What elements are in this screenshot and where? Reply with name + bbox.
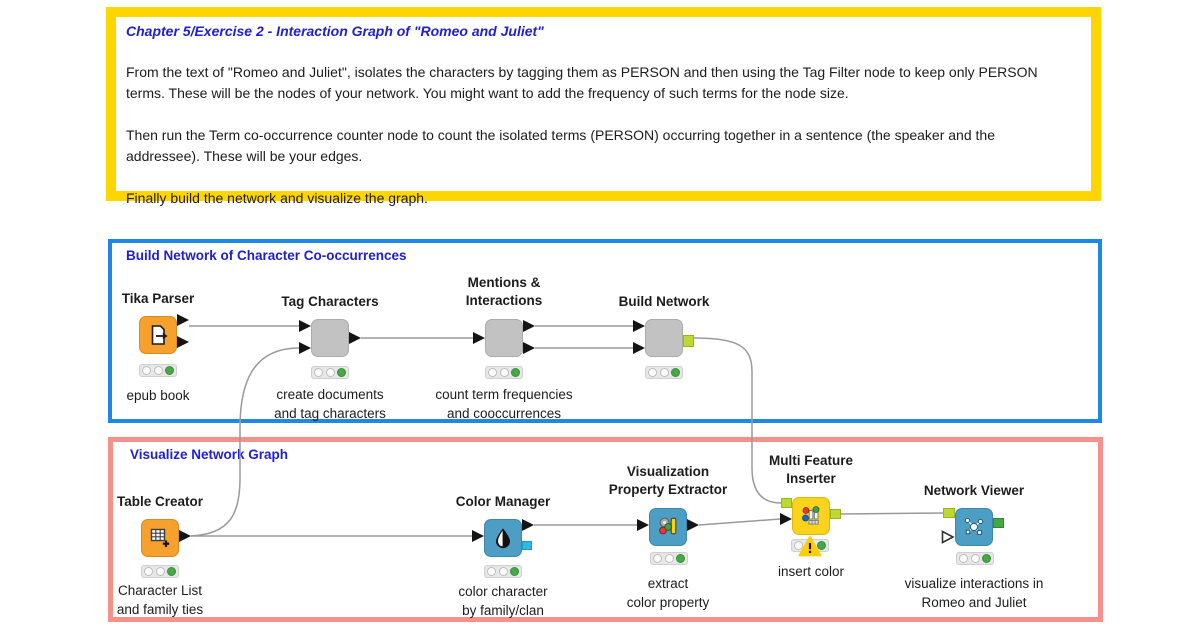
- input-port-1[interactable]: [633, 320, 645, 332]
- feature-inserter-icon: [802, 506, 820, 525]
- status-traffic-light: [956, 552, 994, 565]
- annotation-paragraph: Then run the Term co-occurrence counter …: [126, 127, 995, 164]
- node-label: Tika Parser: [121, 291, 195, 306]
- output-port-1[interactable]: [523, 320, 535, 332]
- node-build-network[interactable]: Build Network: [619, 294, 709, 379]
- input-port-network[interactable]: [943, 508, 955, 518]
- status-traffic-light: [141, 565, 179, 578]
- multi-feature-inserter-body[interactable]: [792, 497, 830, 535]
- node-multi-feature-inserter[interactable]: Multi Feature Inserter insert color: [769, 453, 853, 579]
- input-port-1[interactable]: [473, 332, 485, 344]
- input-port-flow-variable[interactable]: [941, 530, 955, 544]
- output-port-image[interactable]: [993, 518, 1004, 528]
- node-label: Multi Feature Inserter: [768, 453, 854, 486]
- input-port-1[interactable]: [299, 320, 311, 332]
- tika-parser-body[interactable]: [139, 316, 177, 354]
- status-traffic-light: [139, 364, 177, 377]
- input-port-1[interactable]: [637, 519, 649, 531]
- build-network-body[interactable]: [645, 319, 683, 357]
- tag-characters-body[interactable]: [311, 319, 349, 357]
- status-traffic-light: [485, 366, 523, 379]
- table-creator-body[interactable]: [141, 519, 179, 557]
- status-traffic-light: [791, 536, 829, 557]
- node-color-manager[interactable]: Color Manager color character by family/…: [456, 494, 551, 618]
- warning-icon: [798, 536, 822, 557]
- group-build-network[interactable]: Build Network of Character Co-occurrence…: [108, 239, 1102, 423]
- node-caption: epub book: [126, 388, 190, 403]
- output-port-1[interactable]: [179, 530, 191, 542]
- node-caption: insert color: [777, 564, 845, 579]
- node-label: Table Creator: [116, 494, 204, 509]
- output-port-2[interactable]: [523, 342, 535, 354]
- node-caption: visualize interactions in Romeo and Juli…: [904, 576, 1044, 610]
- status-traffic-light: [650, 552, 688, 565]
- node-tag-characters[interactable]: Tag Characters create documents and tag …: [274, 294, 386, 421]
- node-label: Mentions & Interactions: [465, 275, 543, 308]
- network-graph-icon: [964, 517, 984, 535]
- group-build-network-title: Build Network of Character Co-occurrence…: [126, 248, 407, 263]
- output-port-data[interactable]: [522, 519, 534, 531]
- visualization-property-extractor-body[interactable]: [649, 508, 687, 546]
- input-port-data[interactable]: [780, 513, 792, 525]
- input-port-1[interactable]: [472, 530, 484, 542]
- node-label: Tag Characters: [281, 294, 379, 309]
- status-traffic-light: [311, 366, 349, 379]
- output-port-network[interactable]: [830, 509, 841, 519]
- node-label: Visualization Property Extractor: [608, 464, 728, 497]
- status-traffic-light: [484, 565, 522, 578]
- group-visualize-graph-title: Visualize Network Graph: [130, 447, 289, 462]
- input-port-2[interactable]: [633, 342, 645, 354]
- node-visualization-property-extractor[interactable]: Visualization Property Extractor extract…: [609, 464, 728, 610]
- table-plus-icon: [150, 528, 170, 547]
- output-port-color-model[interactable]: [522, 541, 532, 550]
- status-traffic-light: [645, 366, 683, 379]
- node-tika-parser[interactable]: Tika Parser epub book: [122, 291, 195, 403]
- color-droplet-icon: [496, 528, 510, 549]
- input-port-network[interactable]: [781, 498, 792, 508]
- node-caption: Character List and family ties: [116, 583, 204, 617]
- property-extractor-icon: [659, 517, 677, 535]
- annotation-paragraph: Finally build the network and visualize …: [126, 190, 428, 206]
- input-port-2[interactable]: [299, 342, 311, 354]
- node-mentions-interactions[interactable]: Mentions & Interactions count term frequ…: [435, 275, 572, 421]
- node-label: Color Manager: [455, 494, 551, 509]
- annotation-title: Chapter 5/Exercise 2 - Interaction Graph…: [126, 23, 544, 39]
- output-port-2[interactable]: [177, 336, 189, 348]
- output-port-network[interactable]: [683, 335, 694, 347]
- node-caption: count term frequencies and cooccurrences: [435, 387, 573, 421]
- document-export-icon: [151, 325, 168, 345]
- node-label: Network Viewer: [923, 483, 1025, 498]
- network-viewer-body[interactable]: [955, 508, 993, 546]
- output-port-1[interactable]: [349, 332, 361, 344]
- color-manager-body[interactable]: [484, 519, 522, 557]
- node-network-viewer[interactable]: Network Viewer visualize interactions in…: [905, 483, 1044, 610]
- node-label: Build Network: [618, 294, 710, 309]
- annotation-paragraph: From the text of "Romeo and Juliet", iso…: [126, 64, 1038, 101]
- workflow-annotation[interactable]: Chapter 5/Exercise 2 - Interaction Graph…: [106, 7, 1101, 206]
- output-port-1[interactable]: [177, 314, 189, 326]
- node-caption: color character by family/clan: [458, 584, 548, 618]
- node-caption: extract color property: [626, 576, 710, 610]
- mentions-interactions-body[interactable]: [485, 319, 523, 357]
- output-port-1[interactable]: [687, 519, 699, 531]
- node-table-creator[interactable]: Table Creator Character List and family …: [117, 494, 203, 617]
- node-caption: create documents and tag characters: [274, 387, 386, 421]
